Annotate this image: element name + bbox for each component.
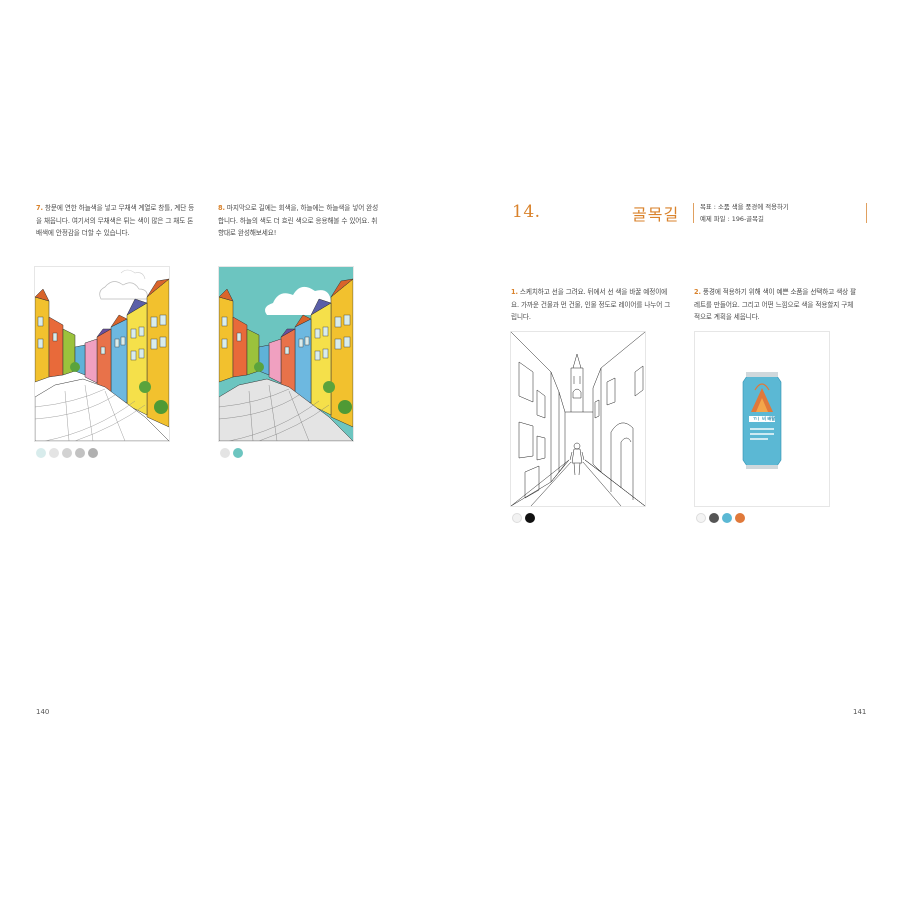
- step8-illustration: [218, 266, 354, 442]
- step7-swatch-5: [88, 448, 98, 458]
- chapter-meta: 목표 : 소품 색을 풍경에 적용하기 예제 파일 : 196-골목길: [700, 201, 860, 225]
- step8-line-3: 향대로 완성해보세요!: [218, 229, 277, 237]
- step7-swatches: [36, 448, 98, 458]
- step2-line-3: 적으로 계획을 세웁니다.: [694, 313, 760, 321]
- step2-swatch-2: [709, 513, 719, 523]
- goal-line: 목표 : 소품 색을 풍경에 적용하기: [700, 203, 789, 211]
- step2-swatch-1: [696, 513, 706, 523]
- step8-number: 8.: [218, 204, 225, 212]
- step7-illustration: [34, 266, 170, 442]
- can-label: ㄲㅣ 비 배랄: [752, 416, 776, 421]
- step7-swatch-2: [49, 448, 59, 458]
- step1-line-2: 요. 가까운 건물과 먼 건물, 인물 정도로 레이어를 나누어 그: [511, 300, 671, 309]
- step1-text: 1.스케치하고 선을 그려요. 뒤에서 선 색을 바꿀 예정이에 요. 가까운 …: [511, 286, 689, 324]
- alley-line-sketch: [511, 332, 645, 506]
- step2-swatches: [696, 513, 745, 523]
- step7-swatch-4: [75, 448, 85, 458]
- step1-swatches: [512, 513, 535, 523]
- step1-swatch-2: [525, 513, 535, 523]
- step1-line-1: 스케치하고 선을 그려요. 뒤에서 선 색을 바꿀 예정이에: [519, 288, 668, 296]
- step8-line-2: 합니다. 하늘의 색도 더 흐린 색으로 응용해볼 수 있어요. 취: [218, 216, 378, 225]
- colored-street-illustration-blue-sky: [219, 267, 353, 441]
- step7-line-3: 배색에 안정감을 더할 수 있습니다.: [36, 229, 130, 237]
- step2-swatch-4: [735, 513, 745, 523]
- step7-swatch-3: [62, 448, 72, 458]
- step7-number: 7.: [36, 204, 43, 212]
- step1-line-3: 립니다.: [511, 313, 531, 321]
- step8-text: 8.마지막으로 길에는 회색을, 하늘에는 하늘색을 넣어 완성 합니다. 하늘…: [218, 202, 396, 240]
- left-page-number: 140: [36, 708, 50, 716]
- step8-swatch-1: [220, 448, 230, 458]
- step1-swatch-1: [512, 513, 522, 523]
- step1-number: 1.: [511, 288, 518, 296]
- step8-swatches: [220, 448, 243, 458]
- beverage-can-illustration: [695, 332, 829, 506]
- step8-swatch-2: [233, 448, 243, 458]
- step2-line-1: 풍경에 적용하기 위해 색이 예쁜 소품을 선택하고 색상 팔: [702, 288, 857, 296]
- step7-swatch-1: [36, 448, 46, 458]
- header-divider-right: [866, 203, 867, 223]
- example-file-line: 예제 파일 : 196-골목길: [700, 215, 764, 223]
- step2-swatch-3: [722, 513, 732, 523]
- header-divider-left: [693, 203, 694, 223]
- step7-line-1: 창문에 연한 하늘색을 넣고 무채색 계열로 창틀, 계단 등: [44, 204, 195, 212]
- chapter-title: 골목길: [632, 205, 680, 224]
- step2-line-2: 레트를 만들어요. 그리고 어떤 느낌으로 색을 적용할지 구체: [694, 300, 854, 309]
- right-page-number: 141: [853, 708, 867, 716]
- step1-sketch: [510, 331, 646, 507]
- step2-text: 2.풍경에 적용하기 위해 색이 예쁜 소품을 선택하고 색상 팔 레트를 만들…: [694, 286, 872, 324]
- step7-text: 7.창문에 연한 하늘색을 넣고 무채색 계열로 창틀, 계단 등 을 채웁니다…: [36, 202, 214, 240]
- step7-line-2: 을 채웁니다. 여기서의 무채색은 튀는 색이 많은 그 채도 톤: [36, 216, 194, 225]
- step8-line-1: 마지막으로 길에는 회색을, 하늘에는 하늘색을 넣어 완성: [226, 204, 379, 212]
- chapter-number: 14.: [512, 202, 541, 222]
- step2-product-image: ㄲㅣ 비 배랄: [694, 331, 830, 507]
- colored-street-illustration-white-sky: [35, 267, 169, 441]
- step2-number: 2.: [694, 288, 701, 296]
